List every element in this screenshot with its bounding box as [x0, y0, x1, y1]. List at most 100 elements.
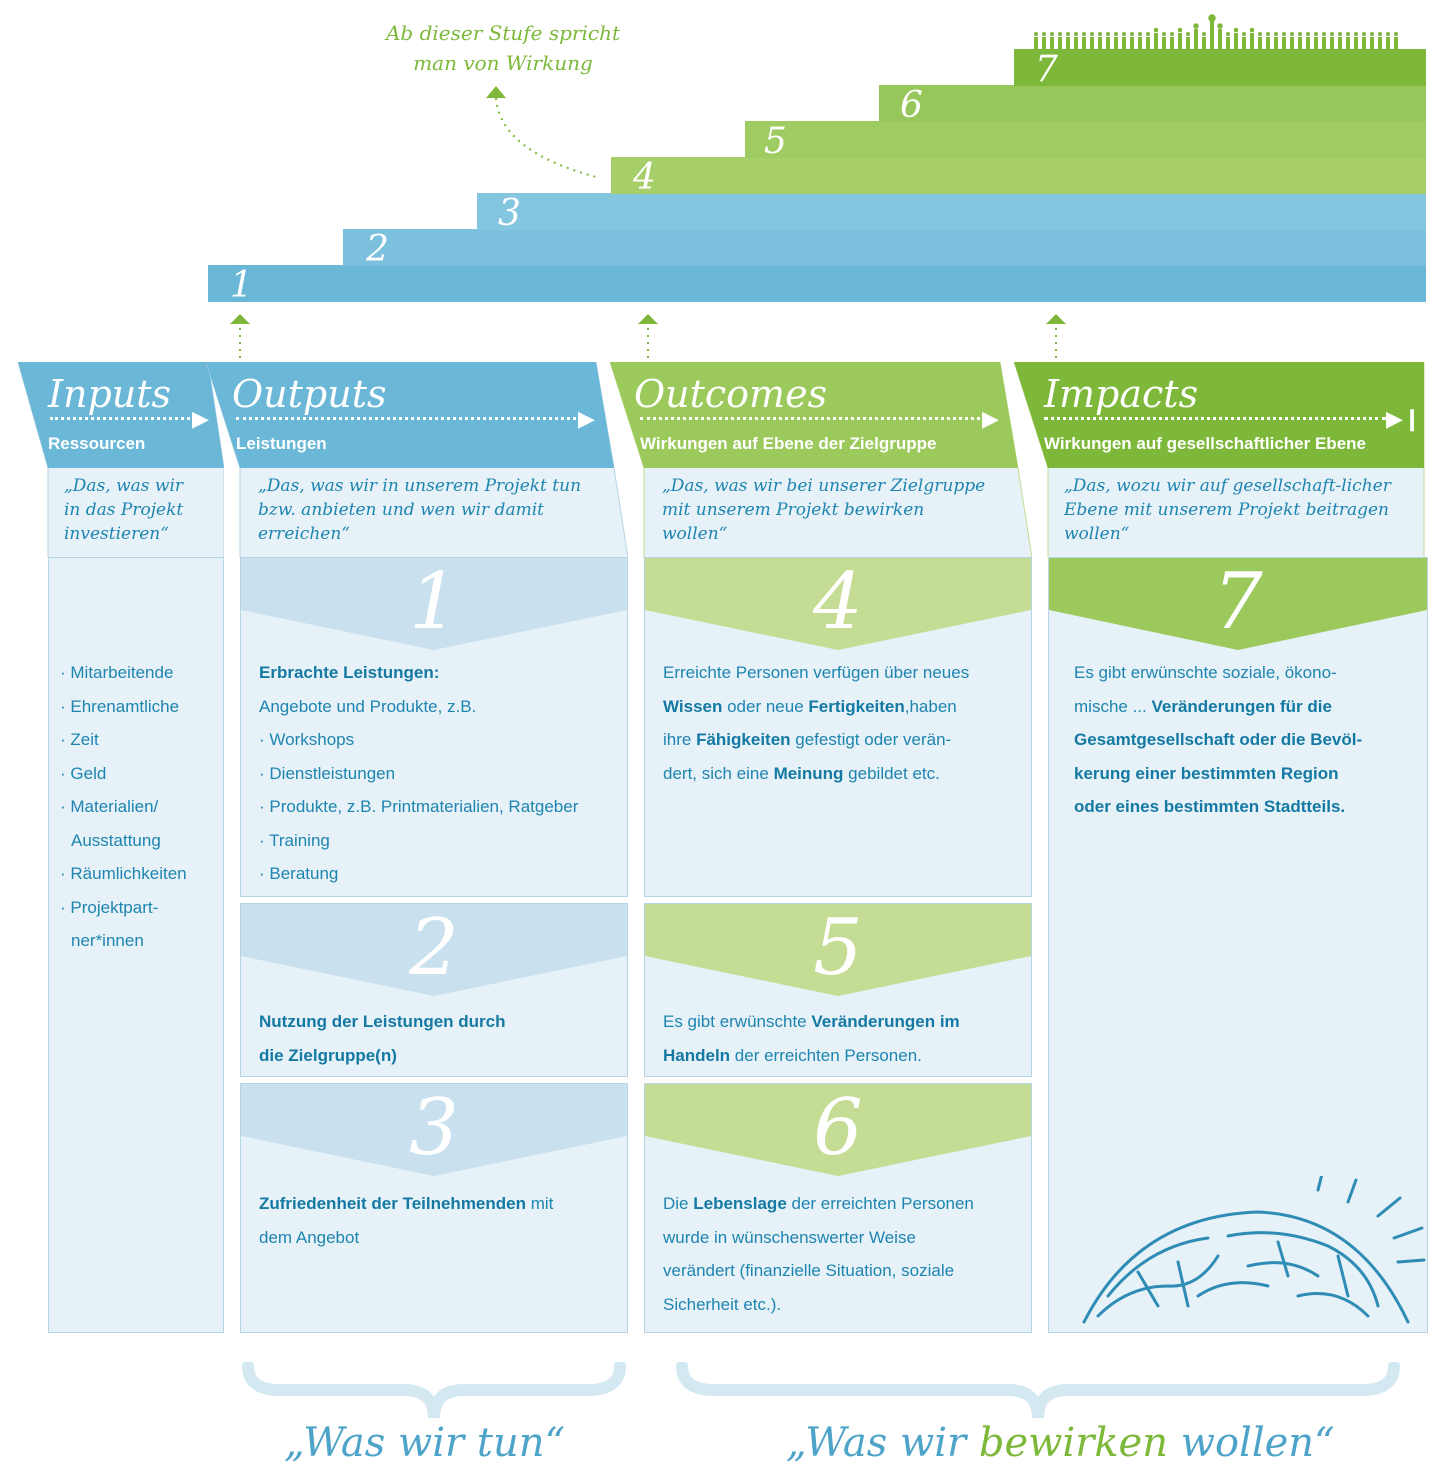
- box-1-line: Angebote und Produkte, z.B.: [259, 696, 477, 716]
- list-item: Projektpart-: [60, 891, 220, 925]
- step-3-bar: [477, 193, 1426, 230]
- box-7-panel: [1048, 557, 1428, 1333]
- box-7-line-1: Es gibt erwünschte soziale, ökono-: [1074, 663, 1337, 682]
- impacts-title: Impacts: [1044, 372, 1199, 416]
- outputs-title: Outputs: [232, 372, 387, 416]
- list-item: Beratung: [259, 857, 619, 891]
- step-5-bar: [745, 121, 1426, 158]
- chevron-right-icon: ▶: [578, 406, 595, 431]
- box-6-text: Die Lebenslage der erreichten Personen w…: [663, 1187, 1023, 1321]
- annotation-line-2: man von Wirkung: [413, 51, 593, 75]
- box-4-text-part: ihre: [663, 730, 697, 749]
- box-4-text-part: oder neue: [722, 696, 809, 716]
- up-arrow-icon-outcomes: [638, 314, 658, 358]
- outputs-quote: „Das, was wir in unserem Projekt tun bzw…: [258, 476, 582, 544]
- box-2-number: 2: [409, 903, 459, 993]
- annotation-arrow-icon: [486, 86, 601, 179]
- box-4-text-part: gebildet etc.: [843, 763, 940, 783]
- list-item: Materialien/: [60, 790, 220, 824]
- box-1-number: 1: [409, 557, 459, 647]
- outcomes-subtitle: Wirkungen auf Ebene der Zielgruppe: [640, 434, 937, 453]
- box-6-line-4: Sicherheit etc.).: [663, 1294, 782, 1314]
- box-1-chevron: [241, 558, 627, 650]
- brace-right: [676, 1362, 1400, 1419]
- box-4-line-1: Erreichte Personen verfügen über neues: [663, 663, 970, 682]
- chevron-right-icon: ▶: [192, 406, 209, 431]
- box-3-bold: Zufriedenheit der Teilnehmenden: [259, 1194, 526, 1213]
- box-5-text-part: Es gibt erwünschte: [663, 1012, 812, 1031]
- inputs-header: Inputs ▶ Ressourcen: [18, 362, 218, 468]
- box-5-bold: Veränderungen im: [811, 1012, 960, 1031]
- box-2-line-2: die Zielgruppe(n): [259, 1045, 397, 1065]
- impacts-subtitle: Wirkungen auf gesellschaftlicher Ebene: [1044, 434, 1366, 453]
- footer-right-part: wollen“: [1168, 1420, 1335, 1466]
- list-item: Mitarbeitende: [60, 656, 220, 690]
- box-7-number: 7: [1213, 557, 1263, 647]
- outcomes-header-shape: [610, 362, 1032, 558]
- list-item: Räumlichkeiten: [60, 857, 220, 891]
- impacts-dots: [1044, 417, 1386, 420]
- inputs-dots: [50, 417, 190, 420]
- step-6-bar: [879, 85, 1426, 122]
- list-item: Produkte, z.B. Printmaterialien, Ratgebe…: [259, 790, 619, 824]
- box-6-line-2: wurde in wünschenswerter Weise: [663, 1227, 916, 1247]
- step-2-bar: [343, 229, 1426, 266]
- list-item: Zeit: [60, 723, 220, 757]
- up-arrow-icon-outputs: [230, 314, 250, 358]
- footer-right: „Was wir bewirken wollen“: [786, 1420, 1335, 1466]
- list-item: Training: [259, 824, 619, 858]
- box-4-text-part: gefestigt oder verän-: [790, 730, 952, 749]
- box-7-bold: Veränderungen für die: [1151, 696, 1332, 716]
- box-4-text-part: ,haben: [904, 696, 957, 716]
- footer-right-part: „Was wir: [786, 1420, 979, 1466]
- people-crowd-icon: [1034, 14, 1398, 50]
- box-5-text: Es gibt erwünschte Veränderungen im Hand…: [663, 1005, 1023, 1072]
- inputs-title: Inputs: [48, 372, 172, 416]
- box-4-bold-meinung: Meinung: [773, 763, 844, 783]
- step-4-bar: [611, 157, 1426, 194]
- outputs-dots: [236, 417, 576, 420]
- box-7-chevron: [1049, 558, 1427, 650]
- box-7-text: Es gibt erwünschte soziale, ökono- misch…: [1074, 656, 1420, 824]
- box-3-line-2: dem Angebot: [259, 1227, 360, 1247]
- step-1-bar: [208, 265, 1426, 302]
- annotation-text: Ab dieser Stufe spricht man von Wirkung: [378, 18, 628, 78]
- outputs-header: Outputs ▶ Leistungen: [206, 362, 606, 468]
- footer-right-highlight: bewirken: [978, 1420, 1168, 1466]
- impacts-header: Impacts ▶❙ Wirkungen auf gesellschaftlic…: [1014, 362, 1426, 468]
- brace-left: [242, 1362, 626, 1419]
- box-6-number: 6: [813, 1083, 863, 1173]
- step-5-number: 5: [764, 121, 787, 162]
- outputs-header-shape: [206, 362, 628, 558]
- list-item-cont: Ausstattung: [71, 830, 161, 850]
- footer-left: „Was wir tun“: [284, 1420, 565, 1466]
- box-4-bold-faehigkeiten: Fähigkeiten: [696, 730, 791, 749]
- box-6-bold: Lebenslage: [693, 1194, 787, 1213]
- box-7-bold: Gesamtgesellschaft oder die Bevöl-: [1074, 730, 1363, 749]
- box-6-text-part: Die: [663, 1194, 694, 1213]
- box-7-bold: kerung einer bestimmten Region: [1074, 763, 1339, 783]
- box-4-bold-wissen: Wissen: [663, 696, 723, 716]
- box-4-chevron: [645, 558, 1031, 650]
- chevron-right-icon: ▶: [982, 406, 999, 431]
- outcomes-title: Outcomes: [634, 372, 828, 416]
- box-3-text: Zufriedenheit der Teilnehmenden mit dem …: [259, 1187, 619, 1254]
- box-1-heading: Erbrachte Leistungen:: [259, 663, 440, 682]
- list-item: Ehrenamtliche: [60, 690, 220, 724]
- inputs-quote: „Das, was wir in das Projekt investieren…: [64, 476, 184, 544]
- impacts-header-shape: [1014, 362, 1425, 558]
- box-5-bold: Handeln: [663, 1045, 731, 1065]
- box-5-text-part: der erreichten Personen.: [730, 1045, 922, 1065]
- box-2-text: Nutzung der Leistungen durch die Zielgru…: [259, 1005, 619, 1072]
- box-2-chevron: [241, 904, 627, 996]
- impacts-quote: „Das, wozu wir auf gesellschaft-licher E…: [1064, 476, 1391, 544]
- step-4-number: 4: [633, 157, 656, 198]
- box-5-chevron: [645, 904, 1031, 996]
- list-item: Dienstleistungen: [259, 757, 619, 791]
- outcomes-quote: „Das, was wir bei unserer Zielgruppe mit…: [662, 476, 986, 544]
- box-4-text: Erreichte Personen verfügen über neues W…: [663, 656, 1023, 790]
- inputs-subtitle: Ressourcen: [48, 434, 146, 453]
- list-item-cont: ner*innen: [71, 931, 144, 950]
- box-6-text-part: der erreichten Personen: [786, 1194, 974, 1213]
- box-5-number: 5: [813, 903, 863, 993]
